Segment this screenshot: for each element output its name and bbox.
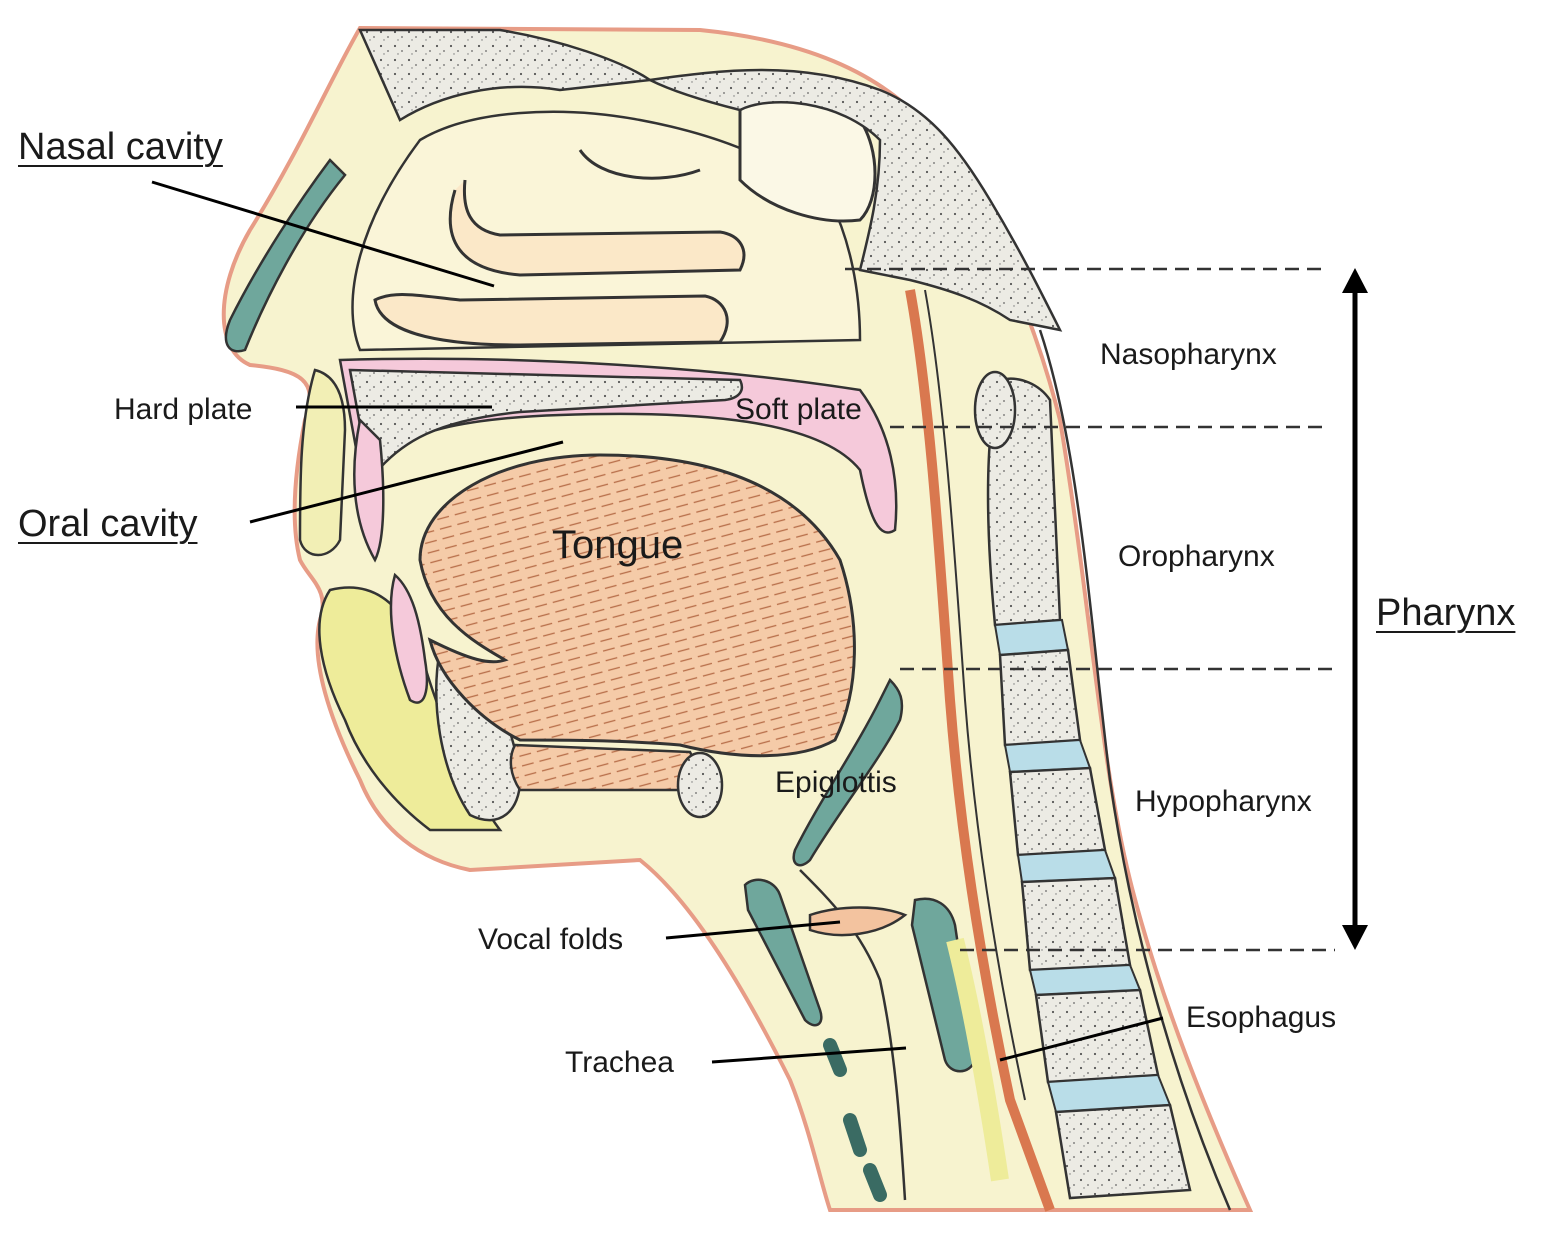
middle-turbinate	[448, 179, 746, 277]
skull-base	[645, 68, 1063, 332]
label-nasal-cavity: Nasal cavity	[18, 126, 223, 168]
label-tongue: Tongue	[552, 523, 684, 567]
tracheal-rings	[823, 1038, 887, 1202]
leader-trachea	[711, 1046, 907, 1064]
pharynx-extent-arrow	[1342, 268, 1368, 950]
posterior-neck-outline	[1038, 329, 1232, 1211]
lower-incisor	[389, 572, 429, 704]
thyroid-cartilage	[743, 878, 823, 1027]
label-esophagus: Esophagus	[1186, 1001, 1337, 1034]
label-soft-plate: Soft plate	[735, 393, 862, 426]
hard-palate-bone	[348, 368, 744, 484]
label-trachea: Trachea	[565, 1046, 674, 1079]
label-hard-plate: Hard plate	[114, 393, 253, 426]
pharyngeal-wall	[905, 289, 1055, 1212]
tongue-body	[418, 453, 856, 758]
hyoid-bone	[676, 751, 724, 819]
esophagus-tube	[946, 937, 1009, 1182]
vocal-fold-shape	[808, 906, 908, 937]
superior-turbinate	[578, 149, 701, 180]
label-vocal-folds: Vocal folds	[478, 923, 624, 956]
geniohyoid-muscle	[509, 743, 698, 792]
pharyngeal-wall-outline	[924, 289, 1026, 1101]
label-epiglottis: Epiglottis	[775, 766, 897, 799]
cervical-spine	[973, 370, 1192, 1200]
leader-vocal-folds	[665, 920, 841, 940]
leader-nasal-cavity	[151, 180, 495, 288]
inferior-turbinate	[373, 293, 729, 347]
larynx-airway	[799, 869, 907, 1201]
label-pharynx: Pharynx	[1376, 592, 1516, 634]
leader-esophagus	[999, 1016, 1164, 1062]
leader-oral-cavity	[249, 440, 564, 524]
epiglottis-cartilage	[792, 677, 904, 867]
label-oral-cavity: Oral cavity	[18, 503, 198, 545]
pharynx-region-dividers	[845, 267, 1335, 952]
upper-incisor	[353, 417, 385, 563]
upper-lip	[298, 368, 347, 557]
label-oropharynx: Oropharynx	[1118, 540, 1275, 573]
frontal-bone	[358, 28, 654, 122]
leader-lines	[151, 180, 1164, 1064]
label-hypopharynx: Hypopharynx	[1135, 785, 1312, 818]
nasal-bone	[224, 158, 347, 353]
label-nasopharynx: Nasopharynx	[1100, 338, 1277, 371]
